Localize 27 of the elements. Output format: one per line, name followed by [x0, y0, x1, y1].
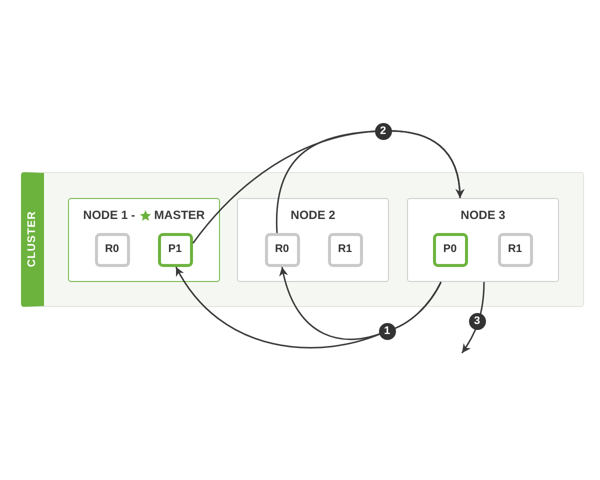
shard-label: R1 — [338, 243, 352, 256]
node-title: NODE 2 — [290, 208, 336, 222]
cluster-panel — [21, 172, 584, 307]
shard-label: P0 — [443, 243, 457, 256]
arrow — [461, 282, 485, 354]
shard-tile — [432, 232, 468, 266]
node-role: MASTER — [154, 208, 205, 222]
node-panel — [237, 198, 389, 282]
edge-label: 2 — [374, 122, 392, 140]
arrow — [280, 266, 442, 340]
shard-label: R0 — [104, 243, 120, 256]
edge-label: 1 — [378, 322, 396, 340]
shard-tile — [158, 232, 192, 266]
shard-label: R1 — [508, 243, 522, 256]
shard-tile — [328, 232, 362, 266]
node-title: NODE 3 — [460, 208, 506, 222]
shard-tile — [498, 232, 532, 266]
node-title: NODE 1 - — [83, 208, 136, 222]
shard-tile — [94, 232, 130, 266]
arrow — [276, 130, 464, 233]
shard-label: P1 — [168, 243, 182, 256]
node-panel — [68, 198, 220, 282]
node-panel — [407, 198, 559, 282]
cluster-label: CLUSTER — [27, 211, 38, 268]
shard-tile — [264, 232, 300, 266]
shard-label: R0 — [274, 243, 290, 256]
edge-label: 3 — [468, 312, 486, 330]
